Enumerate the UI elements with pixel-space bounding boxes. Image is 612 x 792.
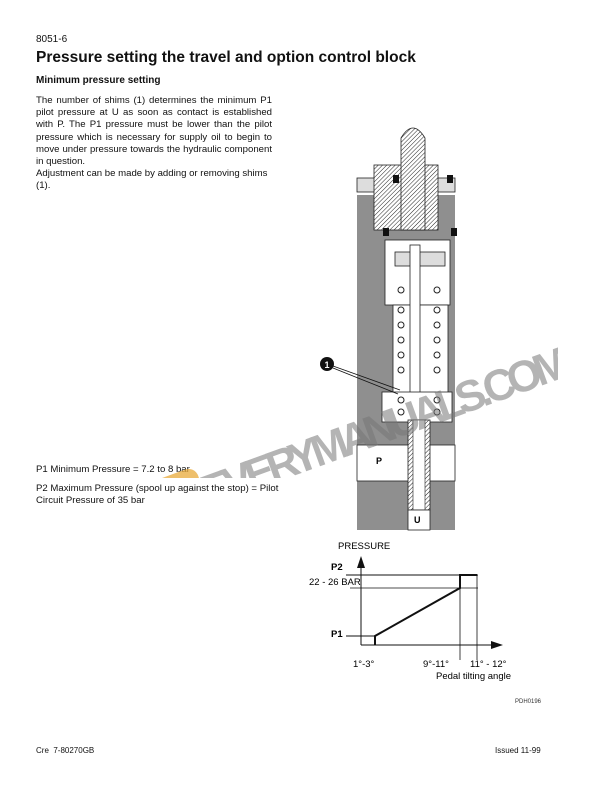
- x-tick-label: 11° - 12°: [470, 659, 507, 670]
- p2-range-label: 22 - 26 BAR: [309, 577, 361, 588]
- x-tick-label: 1°-3°: [353, 659, 375, 670]
- port-u-label: U: [414, 515, 421, 525]
- figure-reference: PDH0196: [515, 699, 542, 705]
- p1-label: P1: [331, 629, 343, 640]
- x-tick-label: 9°-11°: [423, 659, 449, 670]
- footer-doc-code: Cre 7-80270GB: [36, 746, 95, 755]
- y-axis-title: PRESSURE: [338, 541, 390, 552]
- page-title: Pressure setting the travel and option c…: [36, 49, 416, 66]
- section-subtitle: Minimum pressure setting: [36, 75, 161, 86]
- body-paragraph: The number of shims (1) determines the m…: [36, 95, 272, 168]
- document-number: 8051-6: [36, 34, 68, 45]
- p2-spec: P2 Maximum Pressure (spool up against th…: [36, 483, 279, 507]
- footer-issue: Issued 11-99: [495, 746, 541, 755]
- shim-callout: 1: [320, 357, 401, 395]
- port-p-label: P: [376, 456, 382, 466]
- body-paragraph: Adjustment can be made by adding or remo…: [36, 168, 268, 192]
- valve-cross-section: [356, 127, 457, 531]
- callout-number: 1: [324, 360, 329, 370]
- x-axis-title: Pedal tilting angle: [436, 671, 511, 682]
- body-text: The number of shims (1) determines the m…: [36, 95, 272, 193]
- p1-spec: P1 Minimum Pressure = 7.2 to 8 bar: [36, 464, 190, 475]
- pressure-graph: PRESSURE P2 22 - 26 BAR P1 1°-3° 9°-11° …: [309, 541, 511, 682]
- p2-label: P2: [331, 562, 343, 573]
